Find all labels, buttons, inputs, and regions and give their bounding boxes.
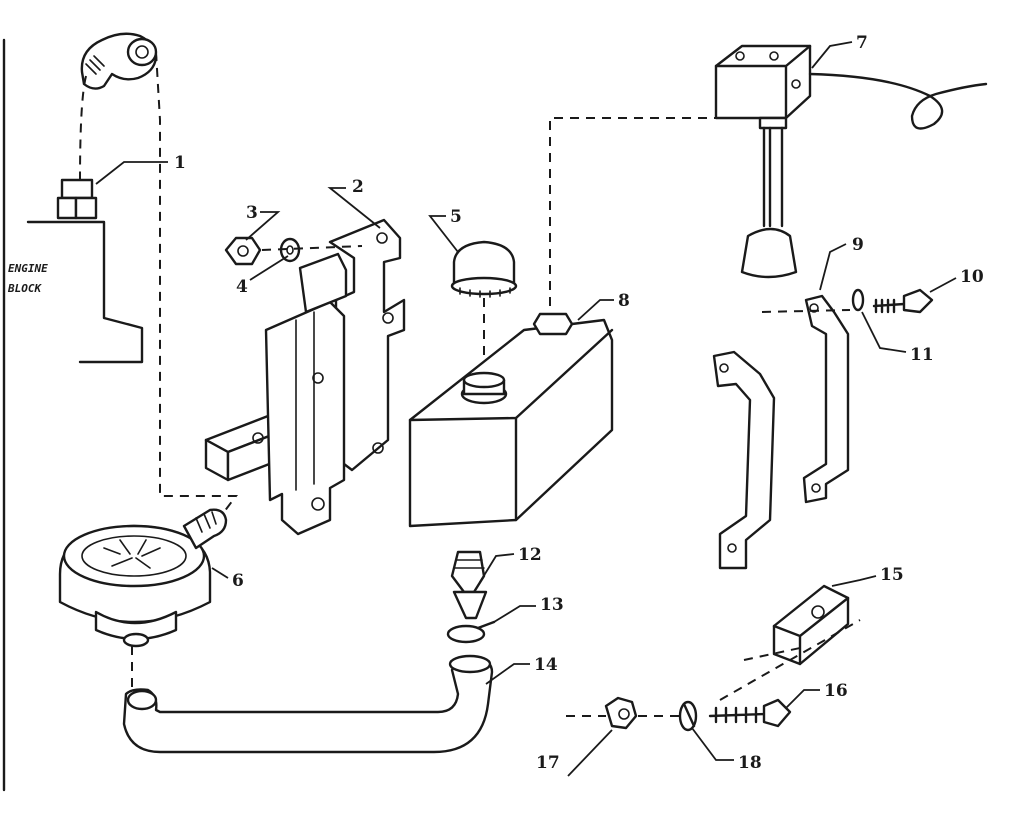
callout-15: 15 xyxy=(880,565,904,585)
part-6-water-pump xyxy=(58,508,228,648)
engine-label-line1: ENGINE xyxy=(8,262,48,275)
part-9-tank-strap-front xyxy=(802,294,850,504)
part-1-elbow-fitting xyxy=(80,32,158,90)
callout-16: 16 xyxy=(824,681,848,701)
part-5-filler-cap xyxy=(450,240,518,298)
callout-1: 1 xyxy=(174,153,186,173)
part-11-washer xyxy=(851,288,865,312)
callout-12: 12 xyxy=(518,545,542,565)
dash-strap-to-bolt xyxy=(761,309,851,313)
part-18-lock-washer xyxy=(678,700,698,732)
callout-5: 5 xyxy=(450,207,462,227)
callout-labels: 1 2 3 4 5 6 7 8 9 10 11 12 13 14 15 16 1… xyxy=(174,33,984,773)
callout-10: 10 xyxy=(960,267,984,287)
part-2-mounting-brackets xyxy=(204,218,406,536)
callout-9: 9 xyxy=(852,235,864,255)
callout-13: 13 xyxy=(540,595,564,615)
callout-6: 6 xyxy=(232,571,244,591)
engine-block-mount xyxy=(26,178,144,364)
callout-18: 18 xyxy=(738,753,762,773)
callout-2: 2 xyxy=(352,177,364,197)
leader-lines xyxy=(95,41,957,777)
part-7-sender-unit xyxy=(714,44,988,279)
part-17-nut xyxy=(604,696,638,730)
callout-3: 3 xyxy=(246,203,258,223)
part-14-hose xyxy=(122,654,494,754)
callout-17: 17 xyxy=(536,753,560,773)
part-15-mounting-block xyxy=(772,584,850,666)
part-10-wing-bolt xyxy=(872,288,934,314)
part-3-nut xyxy=(224,236,262,266)
part-8-reservoir-tank xyxy=(408,312,614,528)
callout-8: 8 xyxy=(618,291,630,311)
dash-tank-to-sender xyxy=(549,117,716,306)
part-16-bolt xyxy=(708,698,792,728)
dash-block-to-bolt xyxy=(719,619,861,701)
engine-label-line2: BLOCK xyxy=(7,282,42,295)
part-9-tank-strap-rear xyxy=(712,350,776,570)
part-12-hose-fitting xyxy=(450,550,488,620)
dash-nut-to-bracket xyxy=(261,245,363,251)
callout-4: 4 xyxy=(236,277,248,297)
callout-11: 11 xyxy=(910,345,934,365)
part-13-hose-clamp xyxy=(446,620,496,644)
callout-14: 14 xyxy=(534,655,558,675)
callout-7: 7 xyxy=(856,33,868,53)
dash-elbow-to-block xyxy=(79,75,87,181)
